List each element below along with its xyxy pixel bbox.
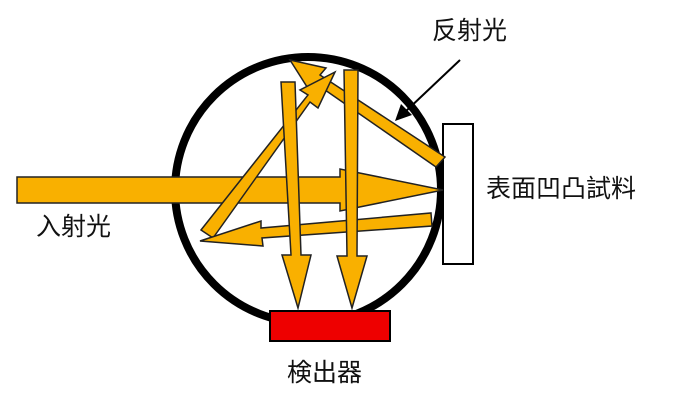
downward-arrow-left bbox=[280, 81, 312, 311]
downward-arrow-right bbox=[336, 69, 368, 311]
incident-beam-arrow bbox=[16, 168, 444, 212]
detector-plate bbox=[269, 310, 391, 342]
incident-light-label: 入射光 bbox=[36, 212, 112, 241]
upward-diagonal-arrow bbox=[199, 70, 337, 240]
reflected-light-pointer bbox=[395, 59, 461, 121]
detector-label: 検出器 bbox=[287, 358, 363, 387]
light-paths bbox=[16, 58, 447, 311]
sample-plate bbox=[442, 123, 474, 265]
sample-label: 表面凹凸試料 bbox=[486, 174, 637, 203]
reflected-light-label: 反射光 bbox=[432, 16, 508, 45]
leftward-beam-arrow bbox=[199, 212, 433, 247]
